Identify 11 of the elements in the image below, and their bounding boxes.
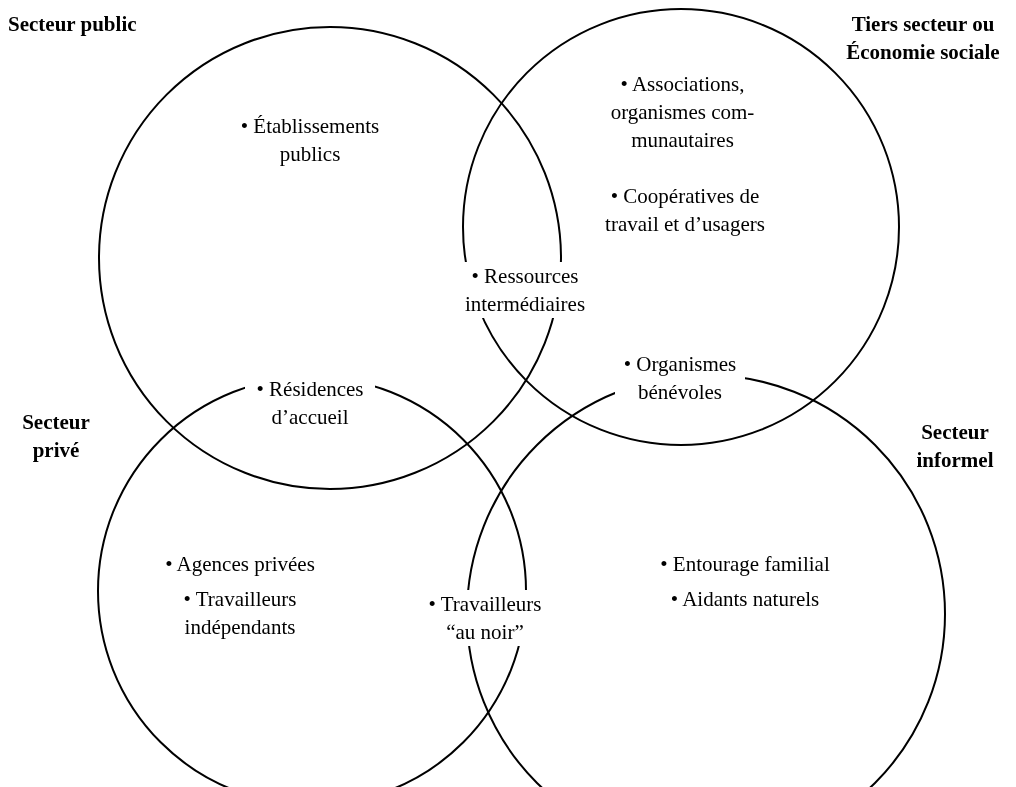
list-item: • Établissements publics bbox=[239, 113, 381, 168]
list-item: • Aidants naturels bbox=[669, 586, 821, 613]
sector-heading: Secteur public bbox=[8, 11, 138, 38]
sector-heading: Secteur privé bbox=[21, 409, 91, 464]
list-item: • Agences privées bbox=[164, 551, 316, 578]
list-item: • Coopératives de travail et d’usagers bbox=[604, 183, 766, 238]
list-item: • Associations, organismes com- munautaires bbox=[609, 71, 756, 154]
list-item: • Entourage familial bbox=[659, 551, 831, 578]
list-item: • Travailleurs indépendants bbox=[182, 586, 298, 641]
sector-heading: Secteur informel bbox=[915, 419, 995, 474]
sector-heading: Tiers secteur ou Économie sociale bbox=[845, 11, 1001, 66]
